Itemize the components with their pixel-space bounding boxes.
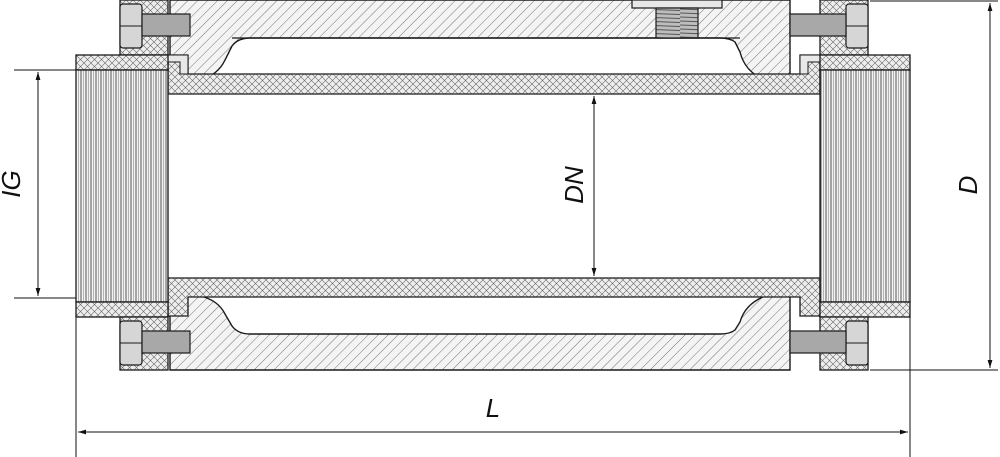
dimension-dn: DN (559, 96, 597, 276)
upper-housing (169, 0, 791, 81)
right-flange (819, 0, 911, 371)
bolt-bottom-right (789, 320, 869, 366)
bolt-top-left (119, 3, 191, 49)
left-flange (75, 0, 169, 371)
ig-label: IG (0, 170, 26, 197)
dimension-ig: IG (0, 69, 76, 299)
bolt-top-right (789, 3, 869, 49)
dimension-d: D (870, 0, 998, 371)
dimension-l: L (75, 317, 911, 457)
d-label: D (953, 176, 983, 195)
sight-plug (631, 0, 723, 39)
dn-label: DN (559, 166, 589, 204)
inner-liner (167, 54, 821, 317)
lower-housing (169, 295, 791, 371)
bolt-bottom-left (119, 320, 191, 366)
l-label: L (486, 393, 500, 423)
